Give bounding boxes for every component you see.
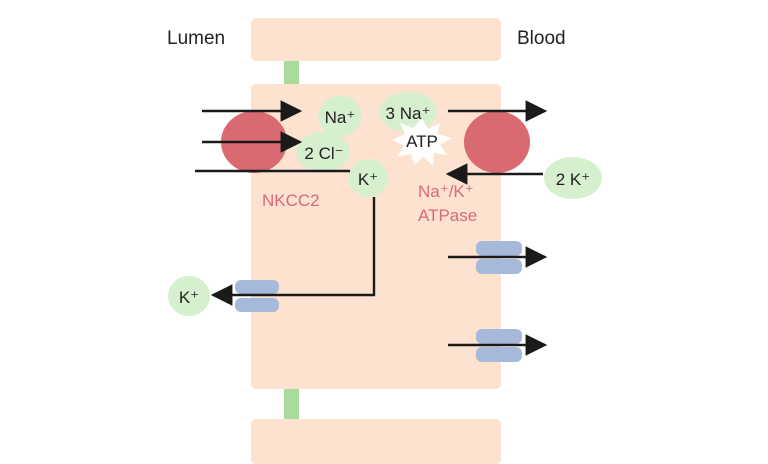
- top-cell: [251, 18, 501, 61]
- k-lumen-label: K⁺: [179, 288, 199, 307]
- atpase-label-line1: Na⁺/K⁺: [418, 182, 474, 201]
- na-pump-label: 3 Na⁺: [386, 104, 431, 123]
- lumen-label: Lumen: [167, 28, 225, 49]
- k-pump-bubble: [544, 157, 602, 199]
- atpase-pump: [464, 111, 530, 173]
- na-lumen-label: Na⁺: [325, 108, 356, 127]
- k-recycle-arrow: [210, 197, 376, 306]
- cl-lumen-label: 2 Cl⁻: [304, 144, 343, 163]
- channel-basolateral-1: [476, 241, 522, 274]
- nkcc2-label: NKCC2: [262, 191, 320, 210]
- tight-junction-top: [284, 61, 299, 84]
- k-pump-label: 2 K⁺: [556, 170, 591, 189]
- blood-label: Blood: [517, 28, 566, 49]
- atp-starburst: [392, 118, 452, 166]
- k-lumen-bubble: [168, 276, 210, 316]
- atp-label: ATP: [406, 132, 438, 151]
- atpase-label-line2: ATPase: [418, 206, 477, 225]
- na-lumen-bubble: [318, 96, 362, 136]
- k-recycle-bubble: [348, 159, 388, 197]
- k-recycle-label: K⁺: [358, 170, 378, 189]
- tight-junction-bottom: [284, 389, 299, 419]
- cl-lumen-bubble: [296, 132, 350, 172]
- bottom-cell: [251, 419, 501, 464]
- main-cell: [251, 84, 501, 389]
- k-channel-apical: [235, 280, 279, 312]
- channel-basolateral-2: [476, 329, 522, 362]
